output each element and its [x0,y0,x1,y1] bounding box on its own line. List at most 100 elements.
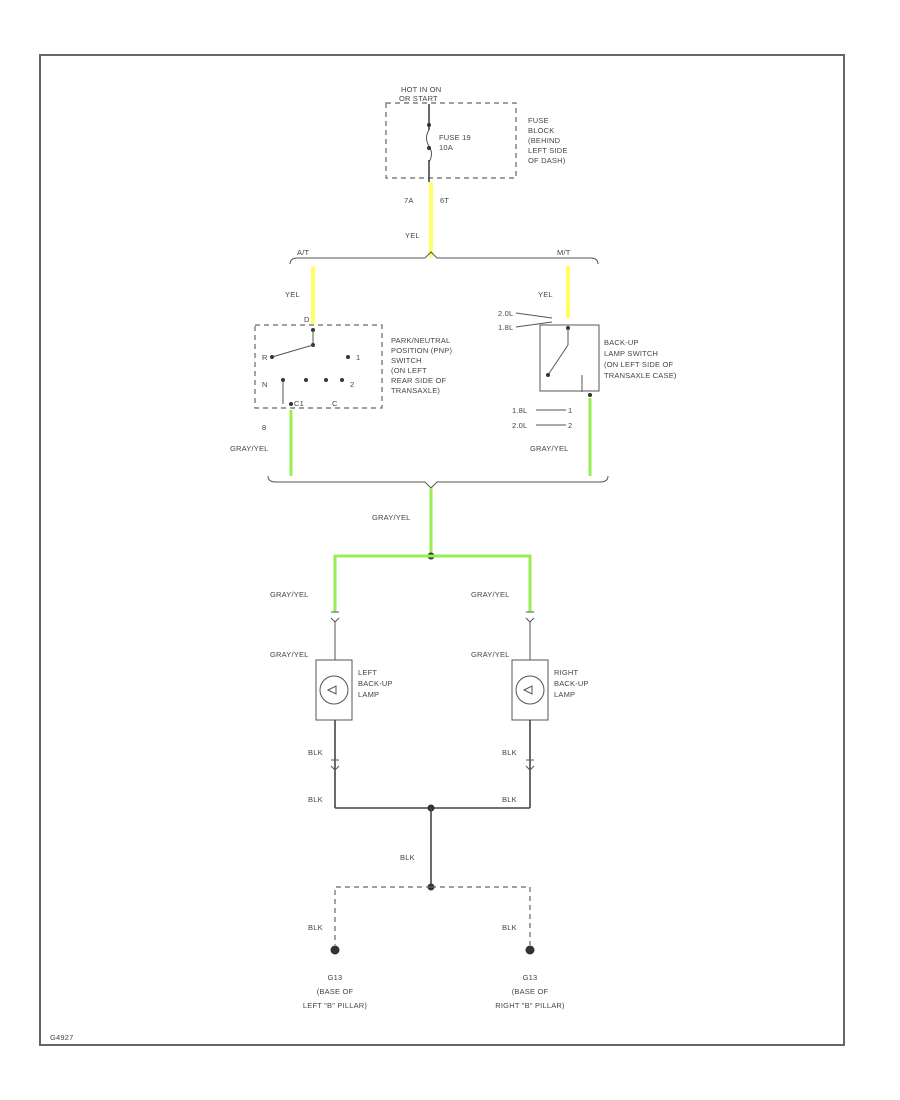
gray-yel-left-label: GRAY/YEL [230,444,269,453]
pnp-contact-a [304,378,308,382]
backup-leader-1 [515,312,553,319]
pnp-contact-1 [346,355,350,359]
backup-desc-4: TRANSAXLE CASE) [604,371,677,380]
ground-left-icon [330,945,340,955]
backup-desc-1: BACK-UP [604,338,639,347]
pnp-pin-bottom: C1 [294,399,304,408]
gray-yel-lamp-left-upper-label: GRAY/YEL [270,590,309,599]
gray-yel-right-label: GRAY/YEL [530,444,569,453]
pnp-terminal-bottom [289,402,293,406]
yel-left-label: YEL [285,290,300,299]
backup-pin-a: 1 [568,406,572,415]
right-lamp-housing [511,659,549,721]
backup-terminal-bottom [588,393,592,397]
connector-right-lower [525,759,535,771]
ground-right-icon [525,945,535,955]
backup-label-20l-b: 2.0L [512,421,527,430]
backup-label-18l-b: 1.8L [512,406,527,415]
ground-branch-left [334,886,431,945]
diagram-frame [39,54,845,1046]
pnp-pin-2: 2 [350,380,354,389]
fuse-hot-label-2: OR START [399,94,438,103]
yel-split-left-label: A/T [297,248,309,257]
fuse-pin-right: 6T [440,196,449,205]
pnp-switch-outline [254,324,383,409]
pnp-desc-2: POSITION (PNP) [391,346,452,355]
blk-right-lower-label: BLK [502,795,517,804]
fuse-desc-2: BLOCK [528,126,554,135]
fuse-terminal-top [427,123,431,127]
connector-left-upper [330,611,340,623]
blk-center-label: BLK [400,853,415,862]
ground-left-desc-2: LEFT "B" PILLAR) [303,1001,368,1010]
blk-ground-right-label: BLK [502,923,517,932]
pnp-desc-5: REAR SIDE OF [391,376,447,385]
left-lamp-label-2: BACK-UP [358,679,393,688]
right-lamp-bulb-icon [515,675,545,705]
pnp-contact-r [270,355,274,359]
pnp-desc-3: SWITCH [391,356,422,365]
left-lamp-label-3: LAMP [358,690,379,699]
connector-left-lower [330,759,340,771]
yel-main-label: YEL [405,231,420,240]
left-lamp-housing [315,659,353,721]
pnp-desc-4: (ON LEFT [391,366,427,375]
right-lamp-label-2: BACK-UP [554,679,589,688]
fuse-desc-4: LEFT SIDE [528,146,568,155]
gray-yel-center-label: GRAY/YEL [372,513,411,522]
right-lamp-label-3: LAMP [554,690,575,699]
connector-right-upper [525,611,535,623]
splice-brace-bottom [267,475,609,489]
ground-branch-right [431,886,531,945]
fuse-block-outline [385,102,517,179]
pnp-pin-8: 8 [262,423,266,432]
fuse-desc-3: (BEHIND [528,136,561,145]
fuse-number-label: FUSE 19 [439,133,471,142]
fuse-hot-label-1: HOT IN ON [401,85,441,94]
right-lamp-filament [522,685,533,695]
yel-right-label: YEL [538,290,553,299]
left-lamp-label-1: LEFT [358,668,377,677]
right-lamp-label-1: RIGHT [554,668,579,677]
backup-contact [546,373,550,377]
splice-brace-top [289,251,599,265]
pnp-pin-top: D [304,315,310,324]
gray-yel-lamp-right-upper-label: GRAY/YEL [471,590,510,599]
fuse-desc-1: FUSE [528,116,549,125]
backup-pin-b: 2 [568,421,572,430]
left-lamp-bulb-icon [319,675,349,705]
pnp-contact-2 [340,378,344,382]
fuse-desc-5: OF DASH) [528,156,566,165]
blk-ground-left-label: BLK [308,923,323,932]
ground-right-desc-1: (BASE OF [512,987,549,996]
gray-yel-lamp-right-lower-label: GRAY/YEL [471,650,510,659]
blk-left-lower-label: BLK [308,795,323,804]
fuse-rating-label: 10A [439,143,453,152]
backup-desc-2: LAMP SWITCH [604,349,658,358]
blk-left-upper-label: BLK [308,748,323,757]
backup-switch-body [539,324,600,392]
ground-right-desc-2: RIGHT "B" PILLAR) [495,1001,565,1010]
pnp-switch-arm [271,344,314,358]
blk-right-upper-label: BLK [502,748,517,757]
figure-code: G4927 [50,1033,74,1042]
backup-label-20l: 2.0L [498,309,513,318]
fuse-terminal-mid [427,146,431,150]
fuse-pin-left: 7A [404,196,414,205]
gray-yel-branch-right [431,554,532,612]
ground-left-desc-1: (BASE OF [317,987,354,996]
backup-leader-2 [515,321,553,328]
backup-desc-3: (ON LEFT SIDE OF [604,360,674,369]
gray-yel-branch-left [333,554,431,612]
pnp-desc-1: PARK/NEUTRAL [391,336,450,345]
ground-right-id: G13 [523,973,538,982]
pnp-desc-6: TRANSAXLE) [391,386,440,395]
pnp-pin-1: 1 [356,353,360,362]
gray-yel-lamp-left-lower-label: GRAY/YEL [270,650,309,659]
backup-switch-arm [547,344,569,376]
pnp-pin-c: C [332,399,338,408]
left-lamp-filament [326,685,337,695]
pnp-pin-n: N [262,380,268,389]
yel-split-right-label: M/T [557,248,571,257]
